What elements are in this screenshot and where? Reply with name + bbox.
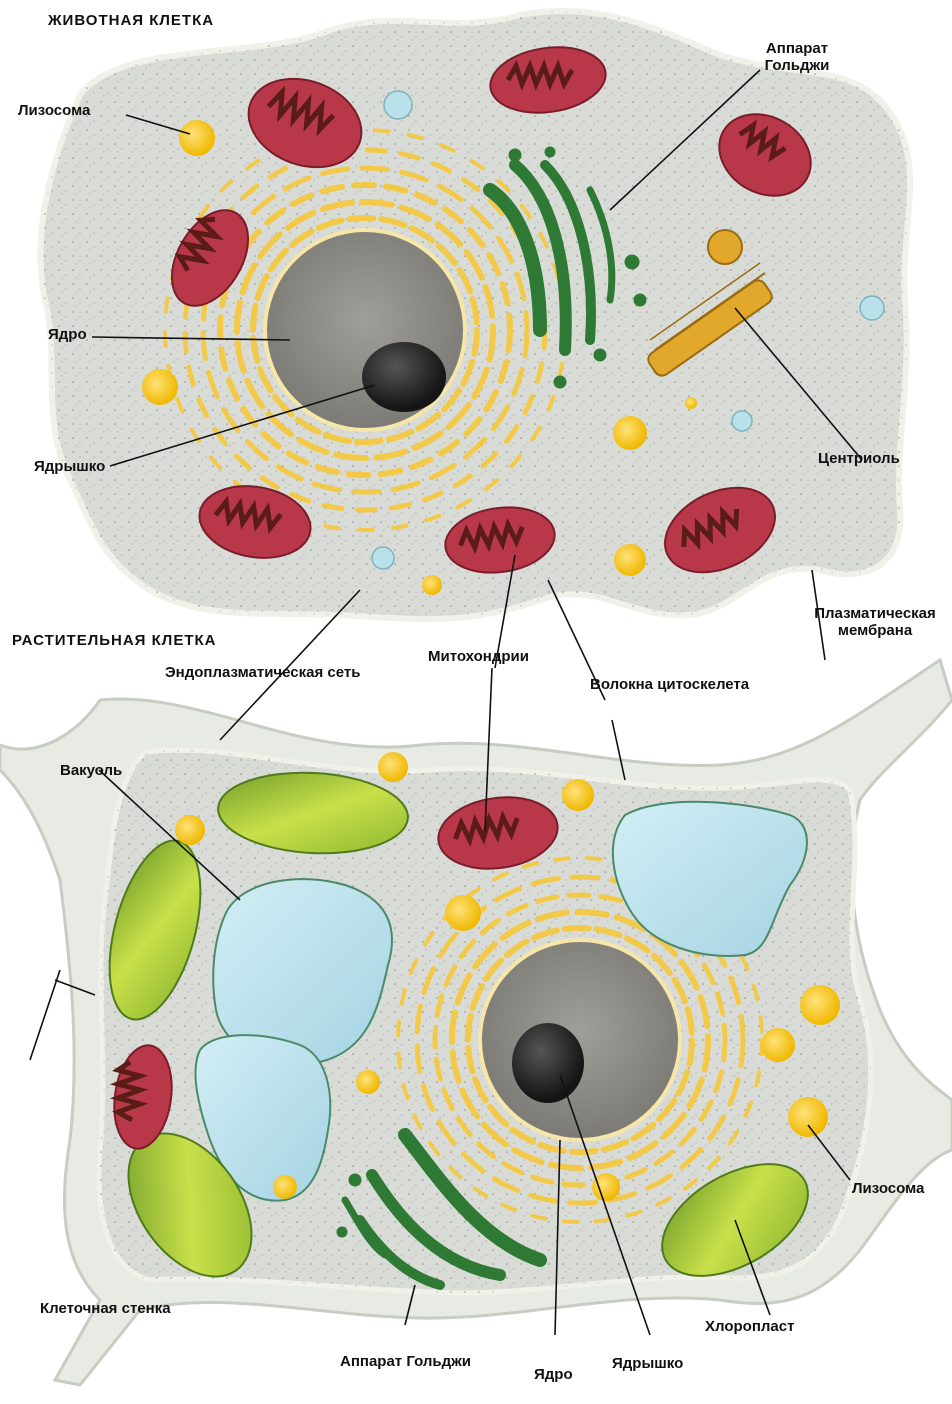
plant-label-mitochondria: Митохондрии xyxy=(428,648,529,665)
plant-label-cell-wall: Клеточная стенка xyxy=(40,1300,171,1317)
animal-label-nucleolus: Ядрышко xyxy=(34,458,105,475)
animal-label-lysosome: Лизосома xyxy=(18,102,90,119)
plant-label-chloroplast: Хлоропласт xyxy=(705,1318,794,1335)
animal-label-golgi-line1: Аппарат xyxy=(742,40,852,57)
plant-nucleolus xyxy=(512,1023,584,1103)
plant-cell xyxy=(0,555,952,1385)
plant-nucleus xyxy=(480,940,680,1140)
animal-label-membrane-line1: Плазматическая xyxy=(800,605,950,622)
animal-label-golgi-line2: Гольджи xyxy=(742,57,852,74)
plant-label-vacuole: Вакуоль xyxy=(60,762,122,779)
plant-label-er: Эндоплазматическая сеть xyxy=(165,664,360,681)
animal-label-centriole: Центриоль xyxy=(818,450,900,467)
plant-label-nucleus: Ядро xyxy=(534,1366,573,1383)
plant-label-lysosome: Лизосома xyxy=(852,1180,924,1197)
animal-cell xyxy=(40,11,910,660)
plant-label-golgi: Аппарат Гольджи xyxy=(340,1353,471,1370)
plant-label-cytoskeleton: Волокна цитоскелета xyxy=(590,676,749,693)
animal-cell-title: ЖИВОТНАЯ КЛЕТКА xyxy=(48,12,214,29)
animal-label-golgi: Аппарат Гольджи xyxy=(742,40,852,74)
plant-label-nucleolus: Ядрышко xyxy=(612,1355,683,1372)
plant-cell-title: РАСТИТЕЛЬНАЯ КЛЕТКА xyxy=(12,632,216,649)
animal-label-membrane-line2: мембрана xyxy=(800,622,950,639)
animal-label-nucleus: Ядро xyxy=(48,326,87,343)
animal-label-membrane: Плазматическая мембрана xyxy=(800,605,950,639)
animal-nucleolus xyxy=(362,342,446,412)
